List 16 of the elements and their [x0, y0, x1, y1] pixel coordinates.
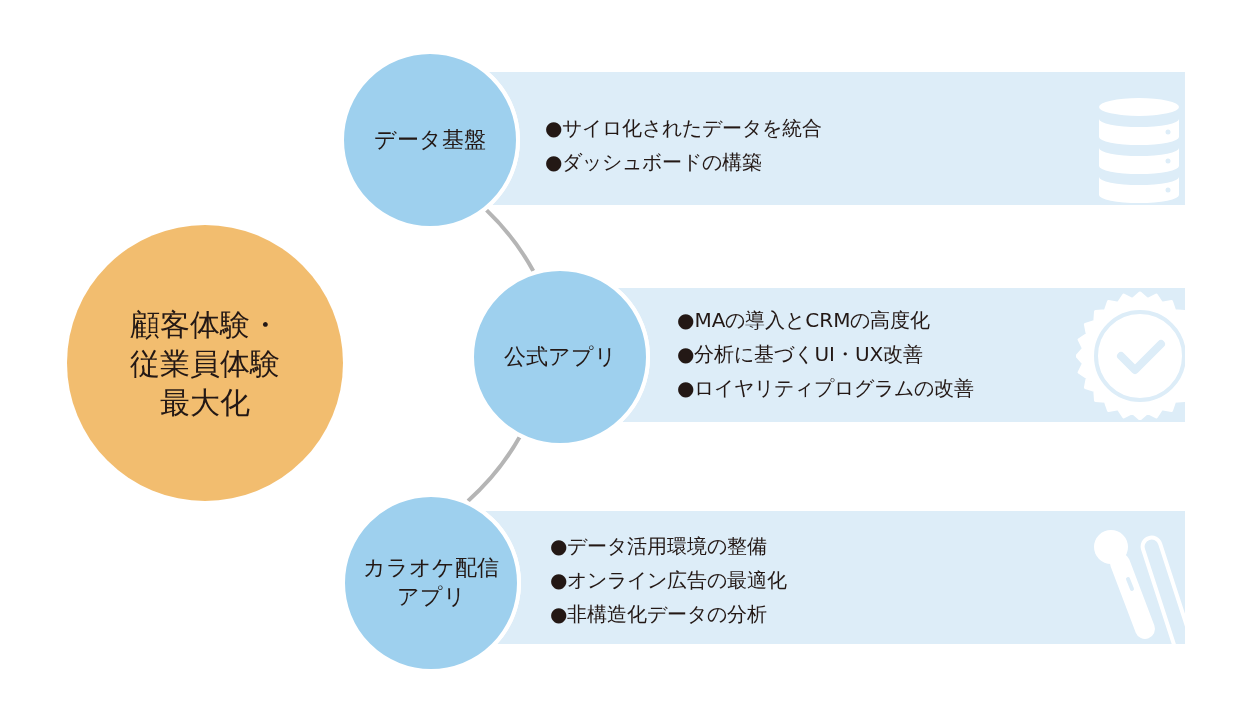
circle-label: データ基盤 — [373, 125, 487, 154]
bullet-item: ●MAの導入とCRMの高度化 — [677, 307, 932, 334]
bullet-item: ●ロイヤリティプログラムの改善 — [677, 375, 975, 402]
bullet-item: ●分析に基づくUI・UX改善 — [677, 341, 925, 368]
connector-line — [466, 436, 522, 503]
info-band — [488, 72, 1185, 205]
bullet-item: ●ダッシュボードの構築 — [545, 149, 764, 176]
connector-line — [485, 208, 535, 273]
circle-label: 顧客体験・従業員体験最大化 — [129, 305, 281, 422]
circle-label: カラオケ配信アプリ — [362, 554, 500, 611]
info-band — [617, 288, 1185, 422]
bullet-item: ●非構造化データの分析 — [550, 601, 769, 628]
bullet-item: ●データ活用環境の整備 — [550, 533, 769, 560]
circle-label: 公式アプリ — [502, 342, 618, 371]
bullet-item: ●サイロ化されたデータを統合 — [545, 115, 823, 142]
bullet-item: ●オンライン広告の最適化 — [550, 567, 788, 594]
